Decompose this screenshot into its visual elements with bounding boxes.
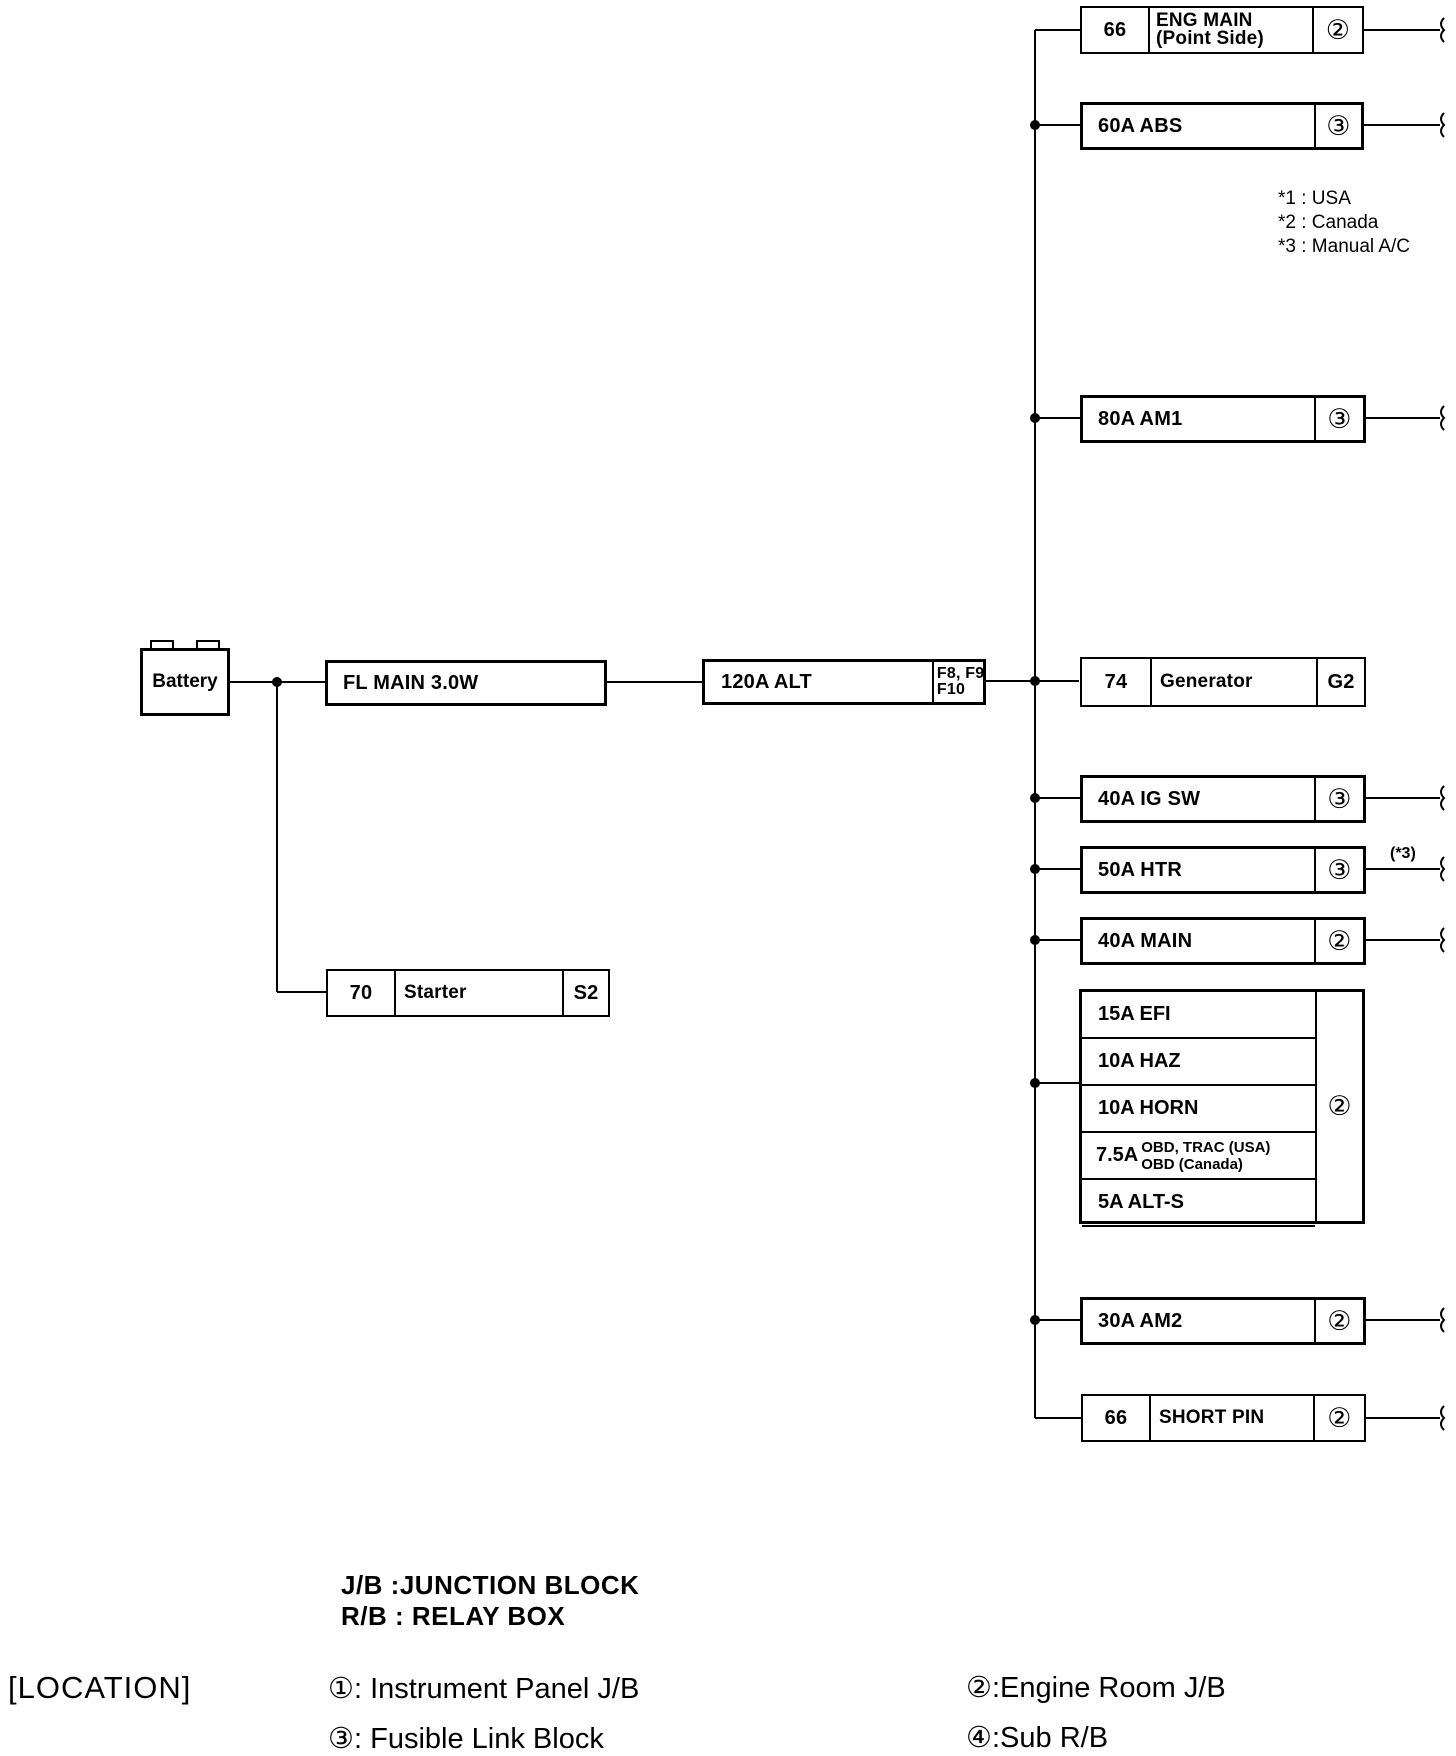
fuse-efi: 15A EFI [1082, 992, 1315, 1039]
main-fuse: 40A MAIN ② [1080, 917, 1366, 965]
generator-code: G2 [1327, 670, 1355, 693]
battery-terminal-left [150, 640, 174, 649]
am1-fuse: 80A AM1 ③ [1080, 395, 1366, 443]
eng-main-location: ② [1325, 14, 1351, 45]
fl-main-fuse: FL MAIN 3.0W [325, 660, 607, 706]
short-pin-label: SHORT PIN [1151, 1396, 1315, 1440]
htr-location: ③ [1327, 854, 1352, 885]
htr-note: (*3) [1390, 845, 1416, 862]
generator-num: 74 [1082, 659, 1152, 705]
eng-main-label: ENG MAIN (Point Side) [1150, 8, 1314, 52]
am2-label: 30A AM2 [1083, 1300, 1316, 1342]
starter-num: 70 [328, 971, 396, 1015]
alt-pins-line2: F10 [936, 681, 966, 698]
alt-label: 120A ALT [705, 662, 934, 702]
main-label: 40A MAIN [1083, 920, 1316, 962]
ig-sw-label: 40A IG SW [1083, 778, 1316, 820]
abs-location: ③ [1326, 110, 1351, 141]
abs-fuse: 60A ABS ③ [1080, 102, 1364, 150]
note-3: *3 : Manual A/C [1278, 236, 1411, 257]
eng-main-connector: 66 ENG MAIN (Point Side) ② [1080, 6, 1364, 54]
eng-main-line1: ENG MAIN [1156, 10, 1253, 31]
location-item-4: ④:Sub R/B [966, 1722, 1109, 1754]
battery-terminal-right [196, 640, 220, 649]
starter-connector: 70 Starter S2 [326, 969, 610, 1017]
short-pin-connector: 66 SHORT PIN ② [1081, 1394, 1366, 1442]
ig-sw-fuse: 40A IG SW ③ [1080, 775, 1366, 823]
fuse-obd: 7.5A OBD, TRAC (USA) OBD (Canada) [1082, 1133, 1315, 1180]
note-2: *2 : Canada [1278, 212, 1379, 233]
fuse-group-location: ② [1315, 992, 1362, 1221]
abbrev-rb: R/B : RELAY BOX [341, 1601, 566, 1631]
ig-sw-location: ③ [1327, 783, 1352, 814]
starter-label: Starter [396, 971, 564, 1015]
htr-fuse: 50A HTR ③ [1080, 846, 1366, 894]
alt-pins-line1: F8, F9 [936, 665, 983, 682]
htr-label: 50A HTR [1083, 849, 1316, 891]
am2-fuse: 30A AM2 ② [1080, 1297, 1366, 1345]
alt-fuse: 120A ALT F8, F9 F10 [702, 659, 986, 705]
location-title: [LOCATION] [8, 1670, 192, 1705]
short-pin-num: 66 [1083, 1396, 1151, 1440]
eng-main-num: 66 [1082, 8, 1150, 52]
fuse-obd-names: OBD, TRAC (USA) OBD (Canada) [1141, 1139, 1270, 1173]
eng-main-line2: (Point Side) [1156, 28, 1264, 49]
generator-connector: 74 Generator G2 [1080, 657, 1366, 707]
location-item-1: ①: Instrument Panel J/B [328, 1673, 640, 1705]
abbreviations: J/B :JUNCTION BLOCK R/B : RELAY BOX [341, 1570, 639, 1632]
battery-label: Battery [152, 671, 218, 692]
generator-label: Generator [1152, 659, 1318, 705]
main-location: ② [1327, 925, 1352, 956]
fl-main-label: FL MAIN 3.0W [343, 671, 479, 694]
starter-code: S2 [573, 981, 599, 1004]
note-1: *1 : USA [1278, 188, 1351, 209]
fuse-group: 15A EFI 10A HAZ 10A HORN 7.5A OBD, TRAC … [1079, 989, 1365, 1227]
fuse-haz: 10A HAZ [1082, 1039, 1315, 1086]
alt-pins: F8, F9 F10 [934, 662, 983, 702]
fuse-obd-line1: OBD, TRAC (USA) [1141, 1138, 1271, 1156]
am1-label: 80A AM1 [1083, 398, 1316, 440]
fuse-obd-line2: OBD (Canada) [1141, 1155, 1243, 1173]
am2-location: ② [1327, 1305, 1352, 1336]
fuse-alt-s: 5A ALT-S [1082, 1180, 1315, 1227]
abs-label: 60A ABS [1083, 105, 1316, 147]
location-item-3: ③: Fusible Link Block [328, 1723, 604, 1755]
abbrev-jb: J/B :JUNCTION BLOCK [341, 1570, 640, 1600]
fuse-obd-rating: 7.5A [1096, 1144, 1139, 1166]
fuse-horn: 10A HORN [1082, 1086, 1315, 1133]
battery: Battery [140, 648, 230, 716]
notes-legend: *1 : USA *2 : Canada *3 : Manual A/C [1278, 187, 1410, 259]
short-pin-location: ② [1327, 1402, 1352, 1433]
am1-location: ③ [1327, 403, 1352, 434]
location-item-2: ②:Engine Room J/B [966, 1672, 1226, 1704]
